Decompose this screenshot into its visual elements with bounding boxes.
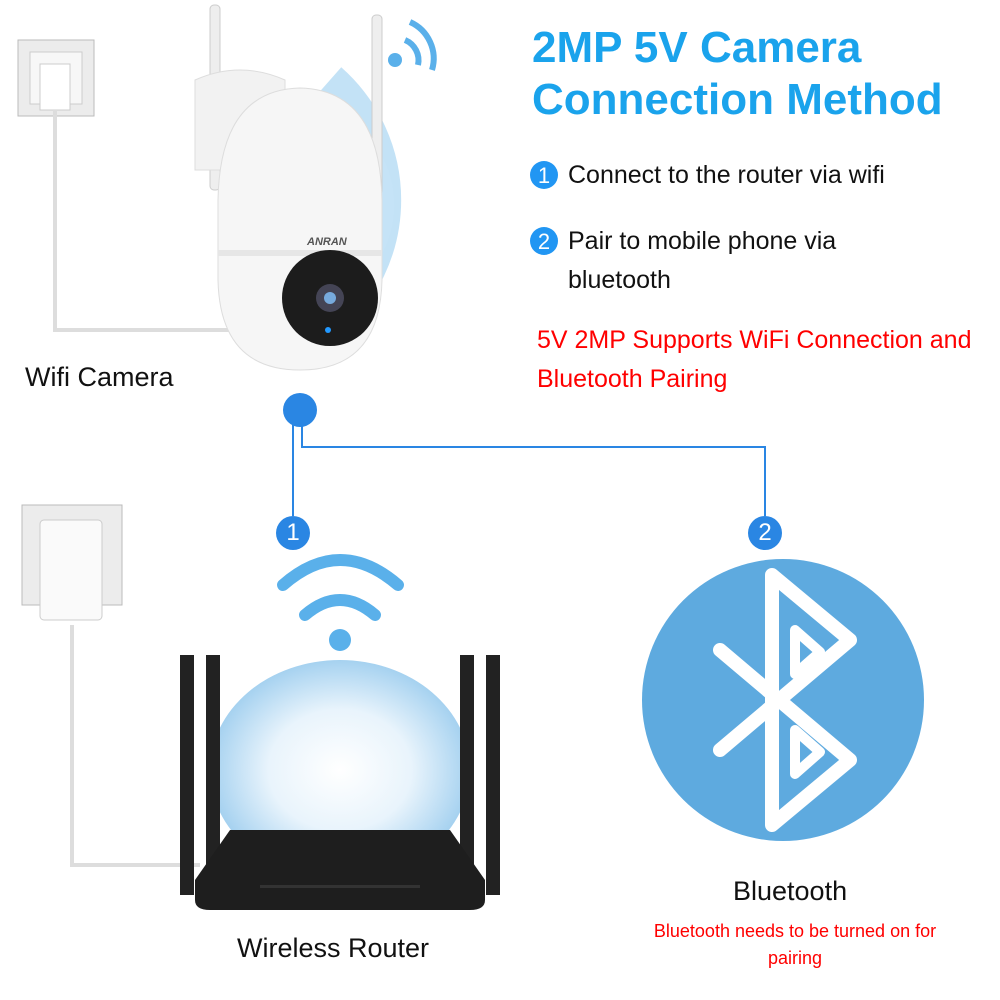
router-badge: 1 bbox=[276, 516, 310, 550]
page-title: 2MP 5V Camera Connection Method bbox=[532, 22, 943, 126]
wall-outlet-camera bbox=[17, 39, 240, 332]
step-1: 1 Connect to the router via wifi bbox=[530, 156, 885, 195]
bluetooth-label: Bluetooth bbox=[733, 876, 848, 906]
title-line-2: Connection Method bbox=[532, 75, 943, 124]
title-line-1: 2MP 5V Camera bbox=[532, 23, 862, 72]
bluetooth-badge: 2 bbox=[748, 516, 782, 550]
step-text: Connect to the router via wifi bbox=[568, 161, 885, 189]
brand-logo: ANRAN bbox=[307, 236, 347, 248]
connection-lines bbox=[283, 393, 766, 516]
router-label: Wireless Router bbox=[237, 933, 430, 963]
step-number: 2 bbox=[530, 227, 558, 255]
wall-outlet-router bbox=[21, 504, 200, 867]
step-2: 2 Pair to mobile phone via bluetooth bbox=[530, 222, 890, 300]
wireless-router-image bbox=[180, 655, 500, 910]
support-note: 5V 2MP Supports WiFi Connection and Blue… bbox=[537, 326, 972, 393]
step-text: Pair to mobile phone via bluetooth bbox=[568, 227, 837, 294]
wifi-camera-image bbox=[194, 4, 383, 371]
bluetooth-icon bbox=[642, 559, 924, 841]
bluetooth-note: Bluetooth needs to be turned on for pair… bbox=[653, 921, 937, 968]
camera-label: Wifi Camera bbox=[25, 362, 174, 392]
router-signal-waves bbox=[210, 554, 470, 880]
step-number: 1 bbox=[530, 161, 558, 189]
